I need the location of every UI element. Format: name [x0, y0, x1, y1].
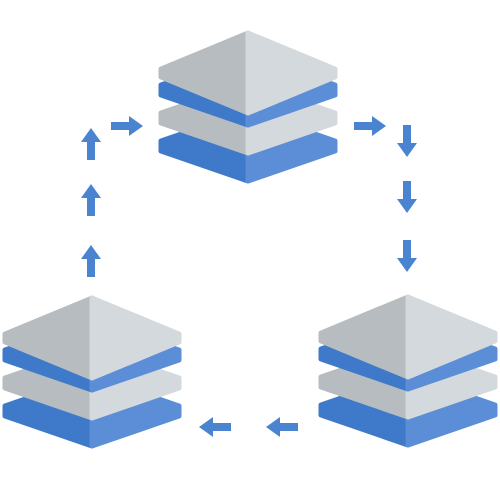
arrow-icon	[81, 184, 101, 216]
arrow-icon	[81, 128, 101, 160]
stack-top-layer	[318, 294, 498, 380]
arrow-icon	[111, 116, 143, 136]
stack-top-layer	[158, 30, 338, 116]
layered-stack-icon	[2, 295, 182, 449]
layered-stack-icon	[158, 30, 338, 184]
arrow-icon	[397, 240, 417, 272]
arrow-icon	[81, 245, 101, 277]
arrow-icon	[397, 125, 417, 157]
arrow-icon	[397, 181, 417, 213]
layered-stack-icon	[318, 294, 498, 448]
stack-top-layer	[2, 295, 182, 381]
arrow-icon	[199, 417, 231, 437]
arrow-icon	[266, 417, 298, 437]
arrow-icon	[354, 116, 386, 136]
